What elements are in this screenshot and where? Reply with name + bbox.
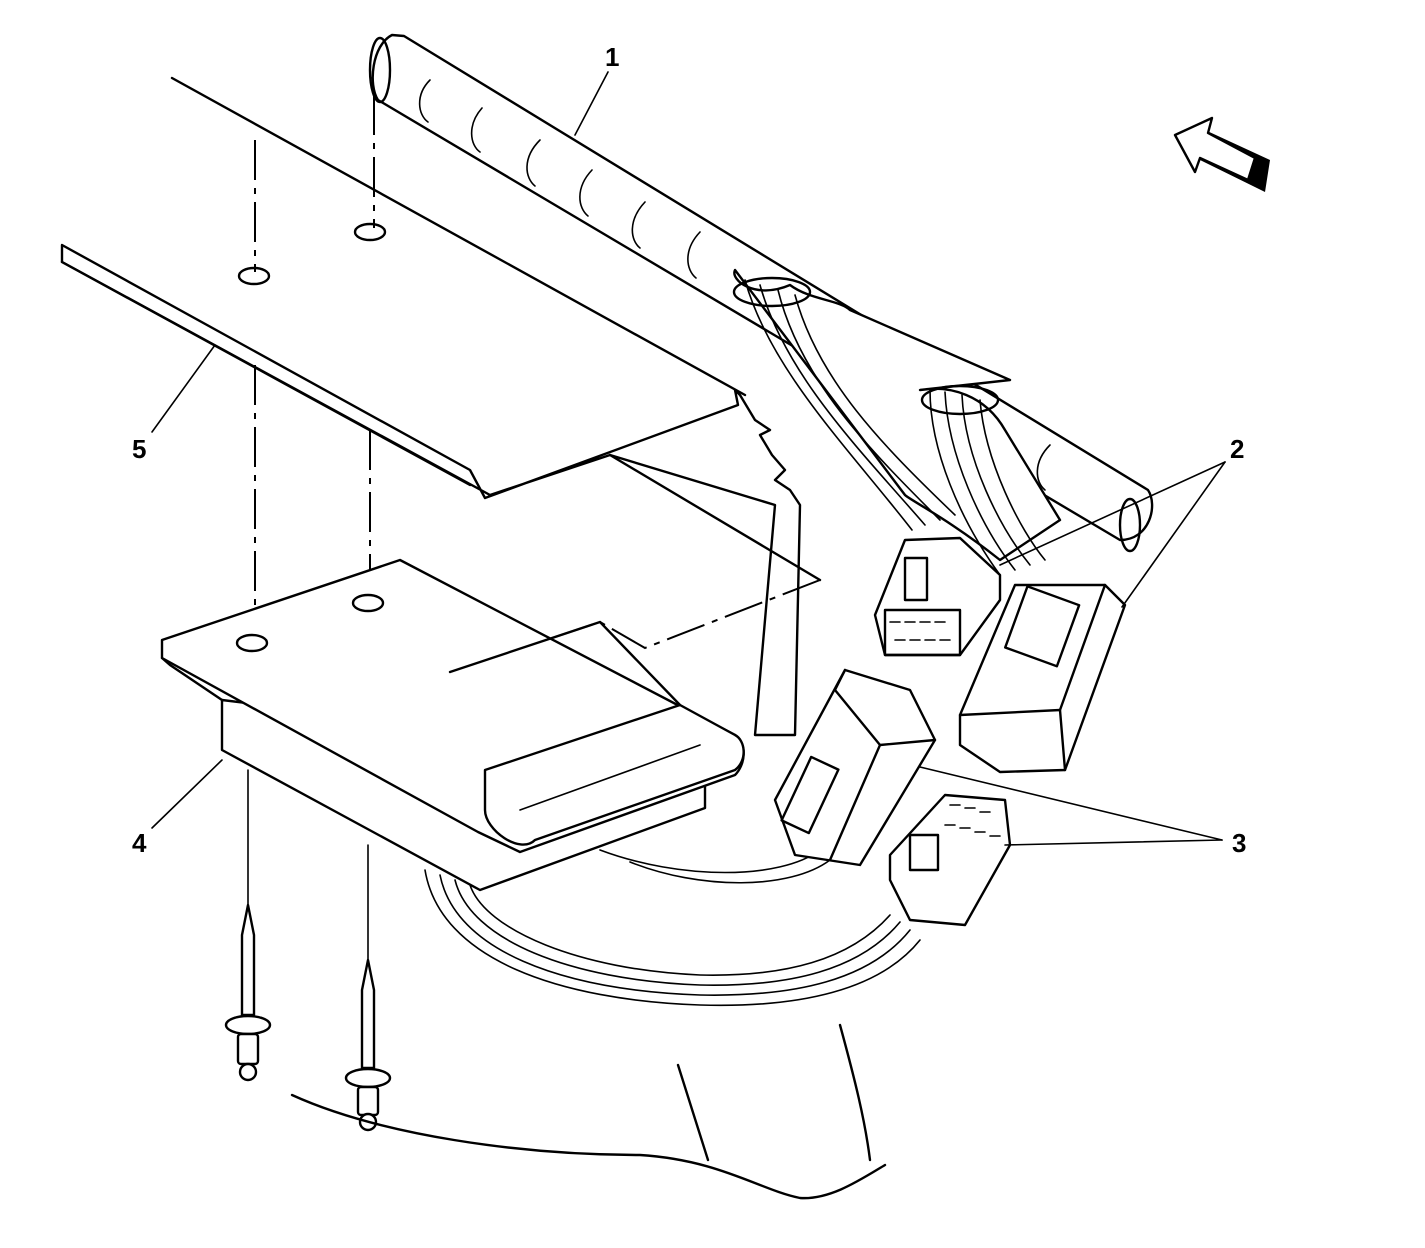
leader-lines	[151, 71, 1226, 846]
callout-2: 2	[1230, 434, 1244, 464]
connector-lower-left	[773, 668, 937, 867]
vehicle-body-outline	[290, 1023, 887, 1200]
callout-labels: 1 2 3 4 5	[132, 42, 1246, 858]
callout-4: 4	[132, 828, 147, 858]
direction-arrow-icon	[1173, 116, 1270, 192]
callout-5: 5	[132, 434, 146, 464]
connector-upper-left	[873, 536, 1002, 657]
fastener-left	[224, 769, 272, 1082]
control-module	[160, 558, 745, 892]
harness-wires	[732, 268, 1062, 576]
connector-lower-right	[888, 793, 1012, 927]
mounting-bracket	[60, 76, 822, 737]
callout-1: 1	[605, 42, 619, 72]
callout-3: 3	[1232, 828, 1246, 858]
connector-upper-right	[958, 583, 1127, 774]
fastener-right	[344, 844, 392, 1132]
lower-wire-bundle	[424, 849, 921, 1007]
